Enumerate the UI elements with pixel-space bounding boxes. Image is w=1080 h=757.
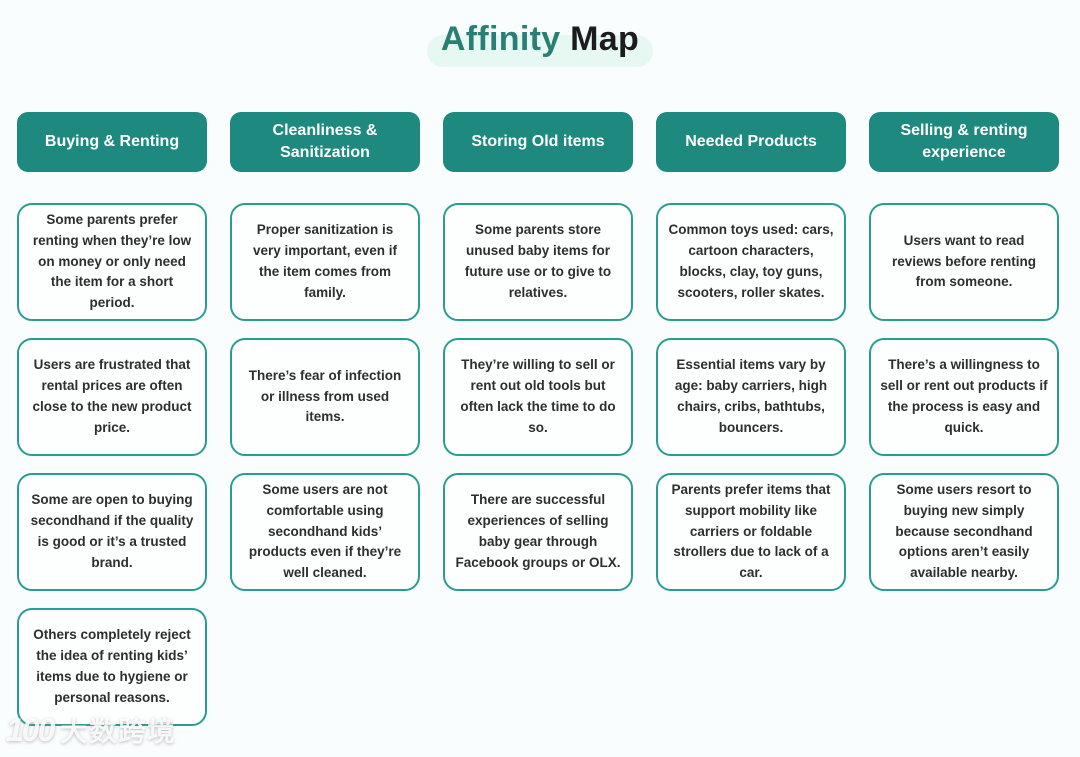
- sticky-note: There are successful experiences of sell…: [443, 473, 633, 591]
- sticky-note: Parents prefer items that support mobili…: [656, 473, 846, 591]
- sticky-note: Users want to read reviews before rentin…: [869, 203, 1059, 321]
- affinity-board: Buying & Renting Some parents prefer ren…: [0, 112, 1080, 726]
- sticky-note: There’s fear of infection or illness fro…: [230, 338, 420, 456]
- column-selling-renting-experience: Selling & renting experience Users want …: [869, 112, 1059, 726]
- column-storing-old-items: Storing Old items Some parents store unu…: [443, 112, 633, 726]
- column-needed-products: Needed Products Common toys used: cars, …: [656, 112, 846, 726]
- column-header: Storing Old items: [443, 112, 633, 172]
- sticky-note: Proper sanitization is very important, e…: [230, 203, 420, 321]
- sticky-note: There’s a willingness to sell or rent ou…: [869, 338, 1059, 456]
- sticky-note: They’re willing to sell or rent out old …: [443, 338, 633, 456]
- sticky-note: Some parents store unused baby items for…: [443, 203, 633, 321]
- sticky-note: Users are frustrated that rental prices …: [17, 338, 207, 456]
- column-header: Buying & Renting: [17, 112, 207, 172]
- sticky-note: Common toys used: cars, cartoon characte…: [656, 203, 846, 321]
- sticky-note: Some users resort to buying new simply b…: [869, 473, 1059, 591]
- column-header: Cleanliness & Sanitization: [230, 112, 420, 172]
- page-title-accent: Affinity: [440, 20, 561, 58]
- column-header: Needed Products: [656, 112, 846, 172]
- title-section: Affinity Map: [0, 0, 1080, 112]
- sticky-note: Some users are not comfortable using sec…: [230, 473, 420, 591]
- page-title: Affinity Map: [426, 20, 654, 67]
- column-buying-renting: Buying & Renting Some parents prefer ren…: [17, 112, 207, 726]
- column-cleanliness-sanitization: Cleanliness & Sanitization Proper saniti…: [230, 112, 420, 726]
- sticky-note: Some are open to buying secondhand if th…: [17, 473, 207, 591]
- sticky-note: Others completely reject the idea of ren…: [17, 608, 207, 726]
- sticky-note: Some parents prefer renting when they’re…: [17, 203, 207, 321]
- column-header: Selling & renting experience: [869, 112, 1059, 172]
- title-highlight: [426, 35, 654, 67]
- page-title-rest: Map: [560, 20, 640, 58]
- sticky-note: Essential items vary by age: baby carrie…: [656, 338, 846, 456]
